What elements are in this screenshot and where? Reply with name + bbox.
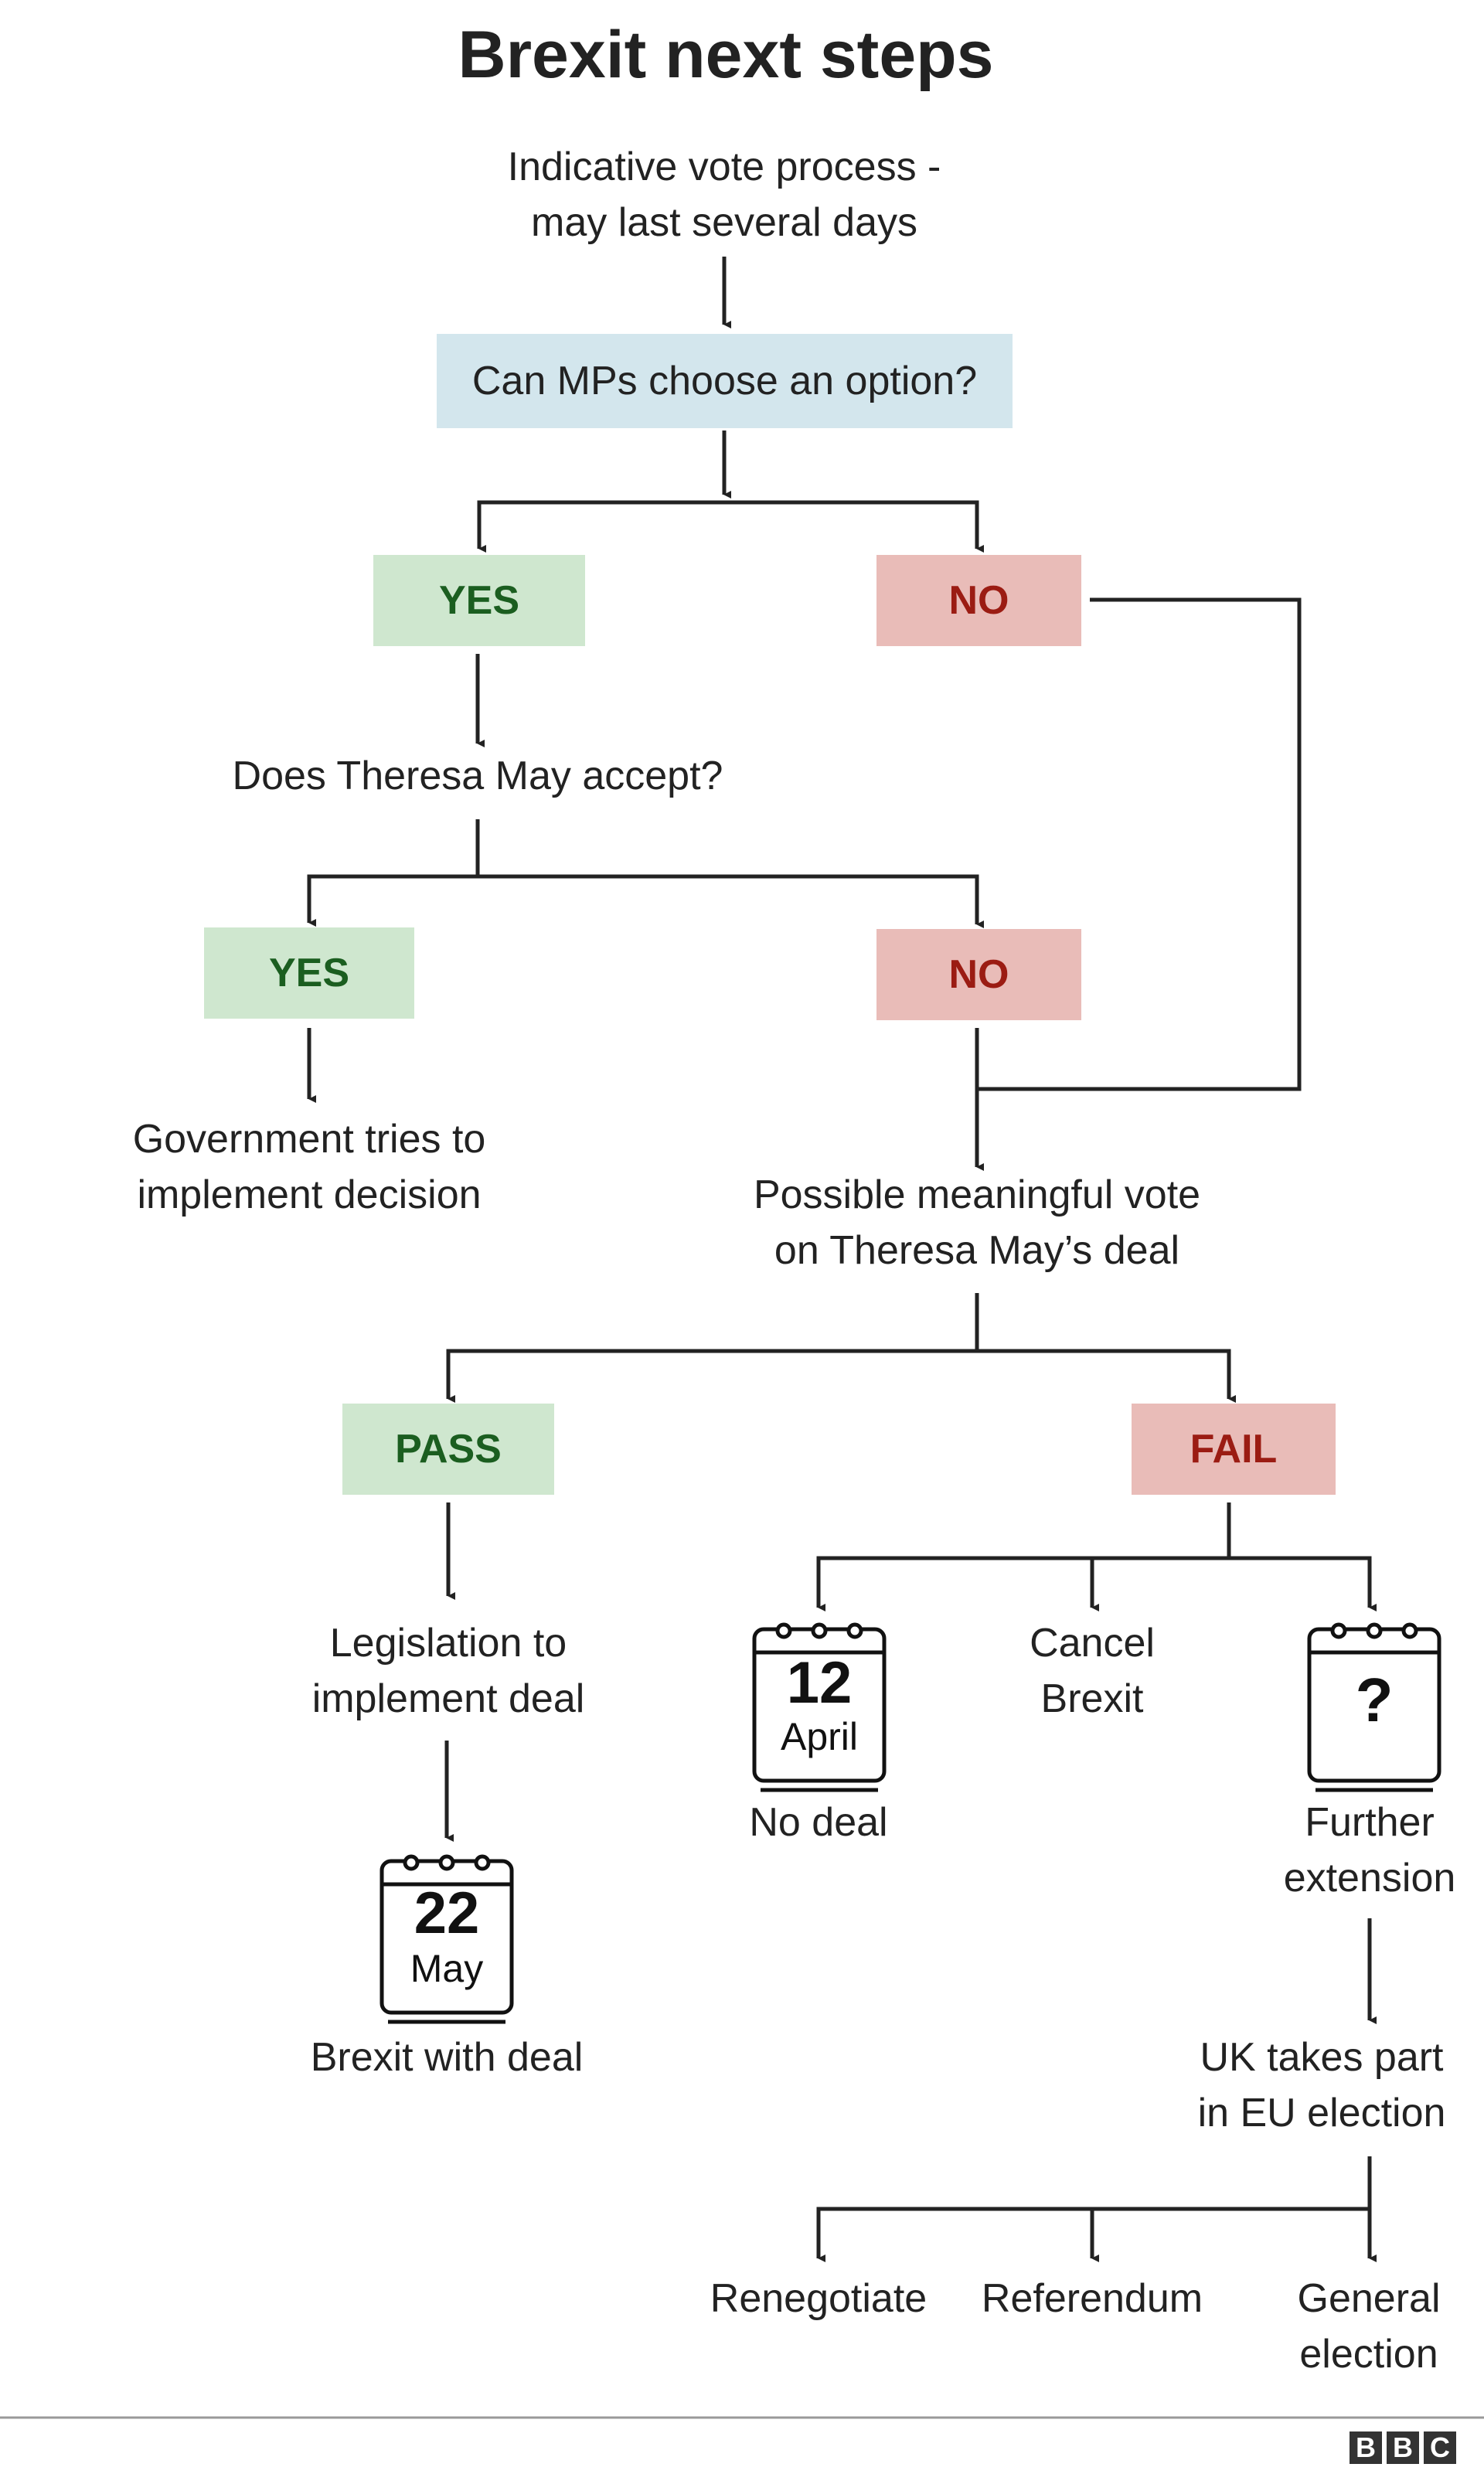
calendar-april-day: 12: [786, 1650, 853, 1716]
no-deal-text: No deal: [749, 1800, 888, 1845]
extension-text: Further extension: [1283, 1800, 1456, 1901]
calendar-icon-may: [380, 1854, 514, 2024]
bbc-logo: B B C: [1350, 2431, 1456, 2464]
branch-question1: [477, 500, 979, 549]
yes1-label: YES: [438, 578, 520, 623]
calendar-icon-unknown: [1307, 1622, 1441, 1792]
yes2-label: YES: [268, 951, 350, 995]
renegotiate-text: Renegotiate: [710, 2276, 928, 2321]
yes2-box: [204, 927, 414, 1019]
start-text: Indicative vote process - may last sever…: [507, 145, 941, 245]
loop-no1-meaningful: [977, 597, 1302, 1091]
general-election-text: General election: [1297, 2276, 1441, 2377]
no2-box: [876, 929, 1081, 1020]
calendar-april-month: April: [780, 1715, 859, 1758]
calendar-icon-april: [752, 1622, 887, 1792]
pass-label: PASS: [395, 1427, 502, 1472]
calendar-may-month: May: [410, 1947, 484, 1990]
no1-label: NO: [948, 578, 1009, 623]
question1-label: Can MPs choose an option?: [471, 359, 978, 403]
legislation-text: Legislation to implement deal: [311, 1621, 585, 1721]
referendum-text: Referendum: [981, 2276, 1203, 2321]
meaningful-vote-text: Possible meaningful vote on Theresa May’…: [753, 1172, 1201, 1273]
no2-label: NO: [948, 952, 1009, 997]
question2-text: Does Theresa May accept?: [232, 754, 723, 798]
page-title: Brexit next steps: [458, 18, 994, 92]
cancel-brexit-text: Cancel Brexit: [1030, 1621, 1155, 1721]
pass-box: [342, 1404, 554, 1495]
fail-label: FAIL: [1190, 1427, 1278, 1472]
branch-meaningful: [446, 1349, 1231, 1397]
fail-box: [1132, 1404, 1336, 1495]
gov-text: Government tries to implement decision: [132, 1117, 486, 1217]
calendar-unknown-mark: ?: [1355, 1666, 1394, 1734]
brexit-deal-text: Brexit with deal: [310, 2035, 584, 2080]
eu-election-text: UK takes part in EU election: [1197, 2035, 1446, 2135]
question1-box: [437, 334, 1013, 428]
calendar-may-day: 22: [414, 1880, 480, 1946]
no1-box: [876, 555, 1081, 646]
yes1-box: [373, 555, 585, 646]
